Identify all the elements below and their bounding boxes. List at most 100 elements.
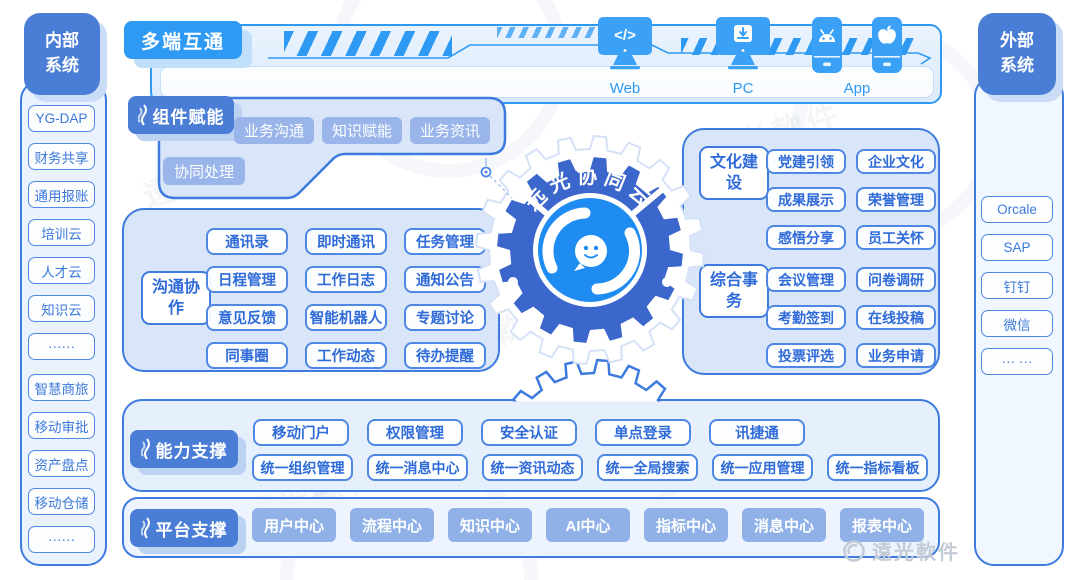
capability-chip: 统一消息中心 <box>367 454 468 481</box>
communication-item-chip: 通知公告 <box>404 266 486 293</box>
culture-item-chip: 荣誉管理 <box>856 187 936 212</box>
affairs-item-chip: 考勤签到 <box>766 305 846 330</box>
banner-stripes-decoration <box>284 31 452 56</box>
external-system-item: 钉钉 <box>981 272 1053 299</box>
communication-item-chip: 通讯录 <box>206 228 288 255</box>
internal-systems-list-2: 智慧商旅移动审批资产盘点移动仓储 ······ <box>28 374 95 553</box>
platform-chip: 报表中心 <box>840 508 924 542</box>
capability-chip: 统一指标看板 <box>827 454 928 481</box>
external-system-item: ··· ··· <box>981 348 1053 375</box>
capability-tag: 能力支撑 <box>130 430 238 468</box>
affairs-item-chip: 问卷调研 <box>856 267 936 292</box>
platform-tag: 平台支撑 <box>130 509 238 547</box>
capability-chip: 单点登录 <box>595 419 691 446</box>
banner-inner-strip <box>160 66 934 98</box>
internal-systems-list: YG-DAP 财务共享通用报账培训云人才云知识云 ······ <box>28 105 95 360</box>
multi-terminal-tag: 多端互通 <box>124 21 242 59</box>
vendor-logo-watermark: 遠光軟件 <box>842 536 960 565</box>
component-tag-label: 组件赋能 <box>152 107 225 127</box>
capability-chip: 统一应用管理 <box>712 454 813 481</box>
culture-item-chip: 员工关怀 <box>856 225 936 250</box>
capability-chip: 权限管理 <box>367 419 463 446</box>
internal-system-item: ······ <box>28 526 95 553</box>
platform-chip: 指标中心 <box>644 508 728 542</box>
communication-item-chip: 即时通讯 <box>305 228 387 255</box>
internal-system-item: 通用报账 <box>28 181 95 208</box>
platform-chip: 用户中心 <box>252 508 336 542</box>
affairs-item-chip: 投票评选 <box>766 343 846 368</box>
communication-item-chip: 智能机器人 <box>305 304 387 331</box>
communication-item-chip: 任务管理 <box>404 228 486 255</box>
capability-tag-label: 能力支撑 <box>155 441 228 461</box>
logo-inner-circle <box>538 198 642 302</box>
internal-system-item: 知识云 <box>28 295 95 322</box>
communication-item-chip: 工作动态 <box>305 342 387 369</box>
affairs-item-chip: 会议管理 <box>766 267 846 292</box>
vendor-logo-text: 遠光軟件 <box>872 542 960 564</box>
communication-item-chip: 日程管理 <box>206 266 288 293</box>
internal-systems-header: 内部系统 <box>24 13 100 95</box>
culture-item-chip: 感悟分享 <box>766 225 846 250</box>
banner-stripes-decoration <box>497 27 635 38</box>
internal-system-item: 资产盘点 <box>28 450 95 477</box>
pc-label: PC <box>732 80 754 97</box>
capability-chip: 统一全局搜索 <box>597 454 698 481</box>
internal-system-item: 移动审批 <box>28 412 95 439</box>
gear-halo-disc <box>492 152 688 348</box>
internal-system-item: ······ <box>28 333 95 360</box>
app-label: App <box>843 80 871 97</box>
communication-section-label: 沟通协作 <box>141 271 211 325</box>
capability-row-2: 统一组织管理统一消息中心统一资讯动态统一全局搜索统一应用管理统一指标看板 <box>252 454 928 481</box>
external-system-item: SAP <box>981 234 1053 261</box>
capability-chip: 统一资讯动态 <box>482 454 583 481</box>
web-label: Web <box>609 80 641 97</box>
capability-chip: 讯捷通 <box>709 419 805 446</box>
wave-mark-icon <box>140 438 150 460</box>
culture-item-chip: 党建引领 <box>766 149 846 174</box>
communication-item-chip: 同事圈 <box>206 342 288 369</box>
internal-system-item: 移动仓储 <box>28 488 95 515</box>
culture-item-chip: 企业文化 <box>856 149 936 174</box>
component-chip: 业务资讯 <box>410 117 490 144</box>
external-systems-header: 外部系统 <box>978 13 1056 95</box>
capability-chip: 安全认证 <box>481 419 577 446</box>
capability-chip: 统一组织管理 <box>252 454 353 481</box>
internal-system-item: 智慧商旅 <box>28 374 95 401</box>
component-tag: 组件赋能 <box>128 96 234 134</box>
capability-row-1: 移动门户权限管理安全认证单点登录讯捷通 <box>253 419 805 446</box>
affairs-item-chip: 业务申请 <box>856 343 936 368</box>
external-system-item: 微信 <box>981 310 1053 337</box>
internal-system-item: 财务共享 <box>28 143 95 170</box>
culture-section-label: 文化建设 <box>699 146 769 200</box>
platform-tag-label: 平台支撑 <box>155 520 228 540</box>
culture-item-chip: 成果展示 <box>766 187 846 212</box>
svg-text:远光协同云: 远光协同云 <box>521 164 658 215</box>
component-chip: 协同处理 <box>163 157 245 185</box>
external-system-item: Orcale <box>981 196 1053 223</box>
component-chip: 知识赋能 <box>322 117 402 144</box>
internal-system-item: 人才云 <box>28 257 95 284</box>
component-chip: 业务沟通 <box>234 117 314 144</box>
affairs-items-grid: 会议管理问卷调研考勤签到在线投稿投票评选业务申请 <box>766 267 936 368</box>
wave-mark-icon <box>140 517 150 539</box>
platform-chip: 流程中心 <box>350 508 434 542</box>
center-gear-title: 远光协同云 <box>521 164 652 215</box>
communication-item-chip: 工作日志 <box>305 266 387 293</box>
wave-mark-icon <box>137 104 147 126</box>
communication-item-chip: 专题讨论 <box>404 304 486 331</box>
capability-chip: 移动门户 <box>253 419 349 446</box>
communication-item-chip: 待办提醒 <box>404 342 486 369</box>
communication-items-grid: 通讯录即时通讯任务管理日程管理工作日志通知公告意见反馈智能机器人专题讨论同事圈工… <box>206 228 486 369</box>
platform-chip: AI中心 <box>546 508 630 542</box>
platform-chip: 消息中心 <box>742 508 826 542</box>
culture-items-grid: 党建引领企业文化成果展示荣誉管理感悟分享员工关怀 <box>766 149 936 250</box>
vortex-chat-logo-icon <box>542 207 641 295</box>
affairs-section-label: 综合事务 <box>699 264 769 318</box>
internal-system-item: 培训云 <box>28 219 95 246</box>
communication-item-chip: 意见反馈 <box>206 304 288 331</box>
internal-system-item: YG-DAP <box>28 105 95 132</box>
circuit-node-decoration <box>480 158 513 199</box>
